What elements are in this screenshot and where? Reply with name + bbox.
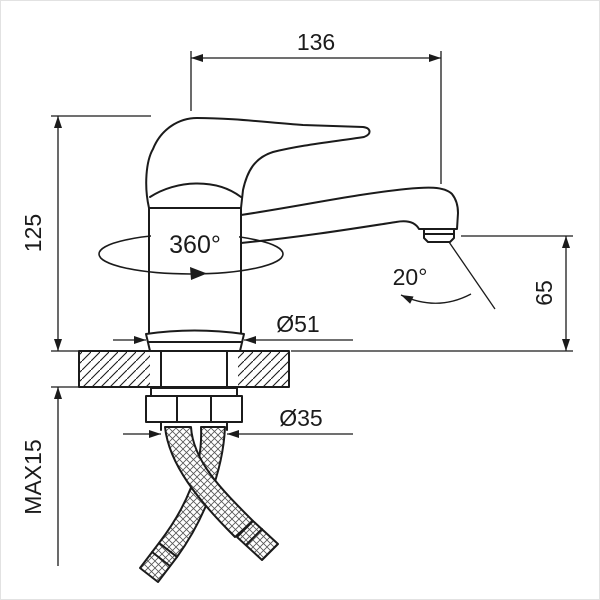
- deck-hatch-right: [238, 352, 288, 386]
- rotation-label-backplate: [151, 230, 239, 260]
- angle-reference-line: [448, 241, 496, 310]
- angle-arc: [400, 293, 472, 304]
- hose-fitting-right-collar: [245, 528, 263, 546]
- locknut: [145, 395, 243, 423]
- faucet-spout: [240, 186, 459, 244]
- shank-diameter-label: Ø35: [279, 405, 322, 431]
- dim-top-width-label: 136: [297, 29, 335, 55]
- faucet-handle: [145, 117, 371, 209]
- deck-hatch-left: [80, 352, 150, 386]
- aerator: [423, 228, 455, 243]
- rotation-arrow: [190, 267, 207, 280]
- dimension-labels: 136 125 360° Ø51 20° 65 Ø35 MAX15: [20, 29, 557, 515]
- max-thickness-label: MAX15: [20, 439, 46, 514]
- spout-angle-label: 20°: [393, 264, 428, 290]
- washer: [150, 387, 238, 397]
- hose-fitting-right: [236, 520, 279, 561]
- hose-fitting-left-collar: [151, 551, 171, 567]
- base-diameter-label: Ø51: [276, 311, 319, 337]
- handle-seam-line: [149, 182, 242, 198]
- faucet-body-group: [78, 117, 459, 583]
- hose-fitting-left: [139, 542, 178, 583]
- rotation-label: 360°: [169, 231, 221, 259]
- dimension-lines: [51, 51, 573, 566]
- base-flange: [145, 329, 245, 352]
- outlet-height-label: 65: [531, 280, 557, 306]
- dim-left-height-label: 125: [20, 214, 46, 252]
